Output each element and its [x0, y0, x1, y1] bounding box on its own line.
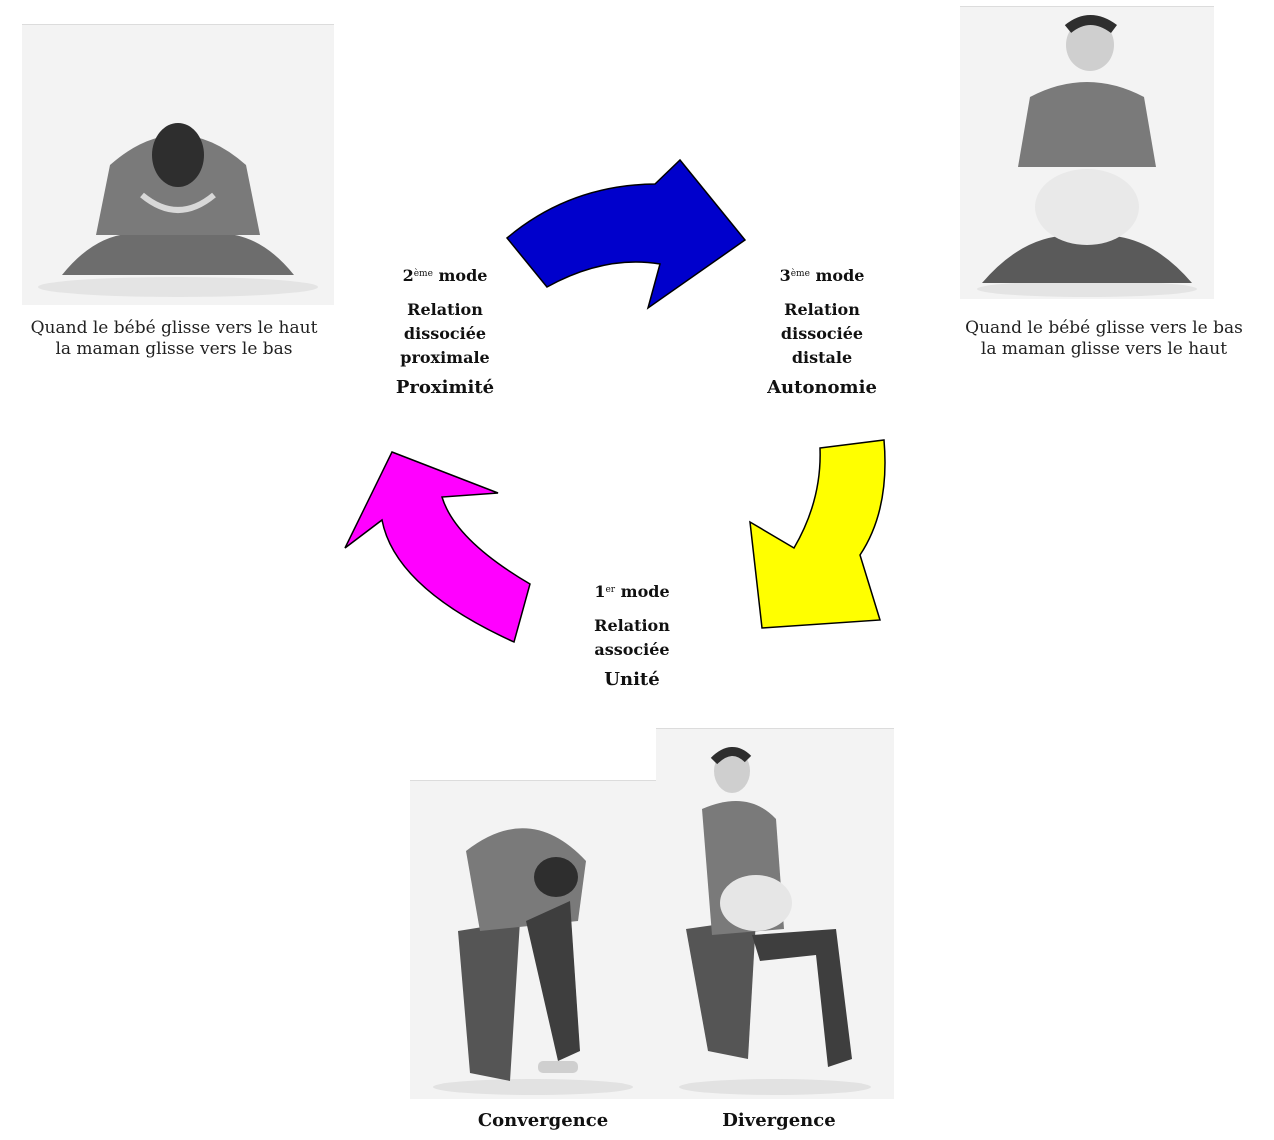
mode-3-line: distale [752, 346, 892, 370]
convergence-label: Convergence [448, 1110, 638, 1131]
mode-2-title: 2ème mode [375, 266, 515, 286]
mode-1-line: Relation [562, 614, 702, 638]
mode-2-concept: Proximité [375, 376, 515, 400]
mode-2-block: 2ème mode Relation dissociée proximale P… [375, 266, 515, 400]
mode-3-concept: Autonomie [752, 376, 892, 400]
mode-3-block: 3ème mode Relation dissociée distale Aut… [752, 266, 892, 400]
mode-2-line: proximale [375, 346, 515, 370]
divergence-figure [656, 729, 894, 1099]
mode-3-title: 3ème mode [752, 266, 892, 286]
photo-divergence [656, 728, 894, 1099]
mode-1-block: 1er mode Relation associée Unité [562, 582, 702, 692]
blue-arrow [507, 160, 745, 308]
convergence-figure [410, 781, 656, 1099]
mode-3-line: dissociée [752, 322, 892, 346]
mode-1-title: 1er mode [562, 582, 702, 602]
mode-2-line: Relation [375, 298, 515, 322]
divergence-label: Divergence [684, 1110, 874, 1131]
mode-3-line: Relation [752, 298, 892, 322]
mode-2-line: dissociée [375, 322, 515, 346]
mode-1-concept: Unité [562, 668, 702, 692]
magenta-arrow [345, 452, 530, 642]
mode-1-line: associée [562, 638, 702, 662]
yellow-arrow [750, 440, 885, 628]
photo-convergence [410, 780, 656, 1099]
